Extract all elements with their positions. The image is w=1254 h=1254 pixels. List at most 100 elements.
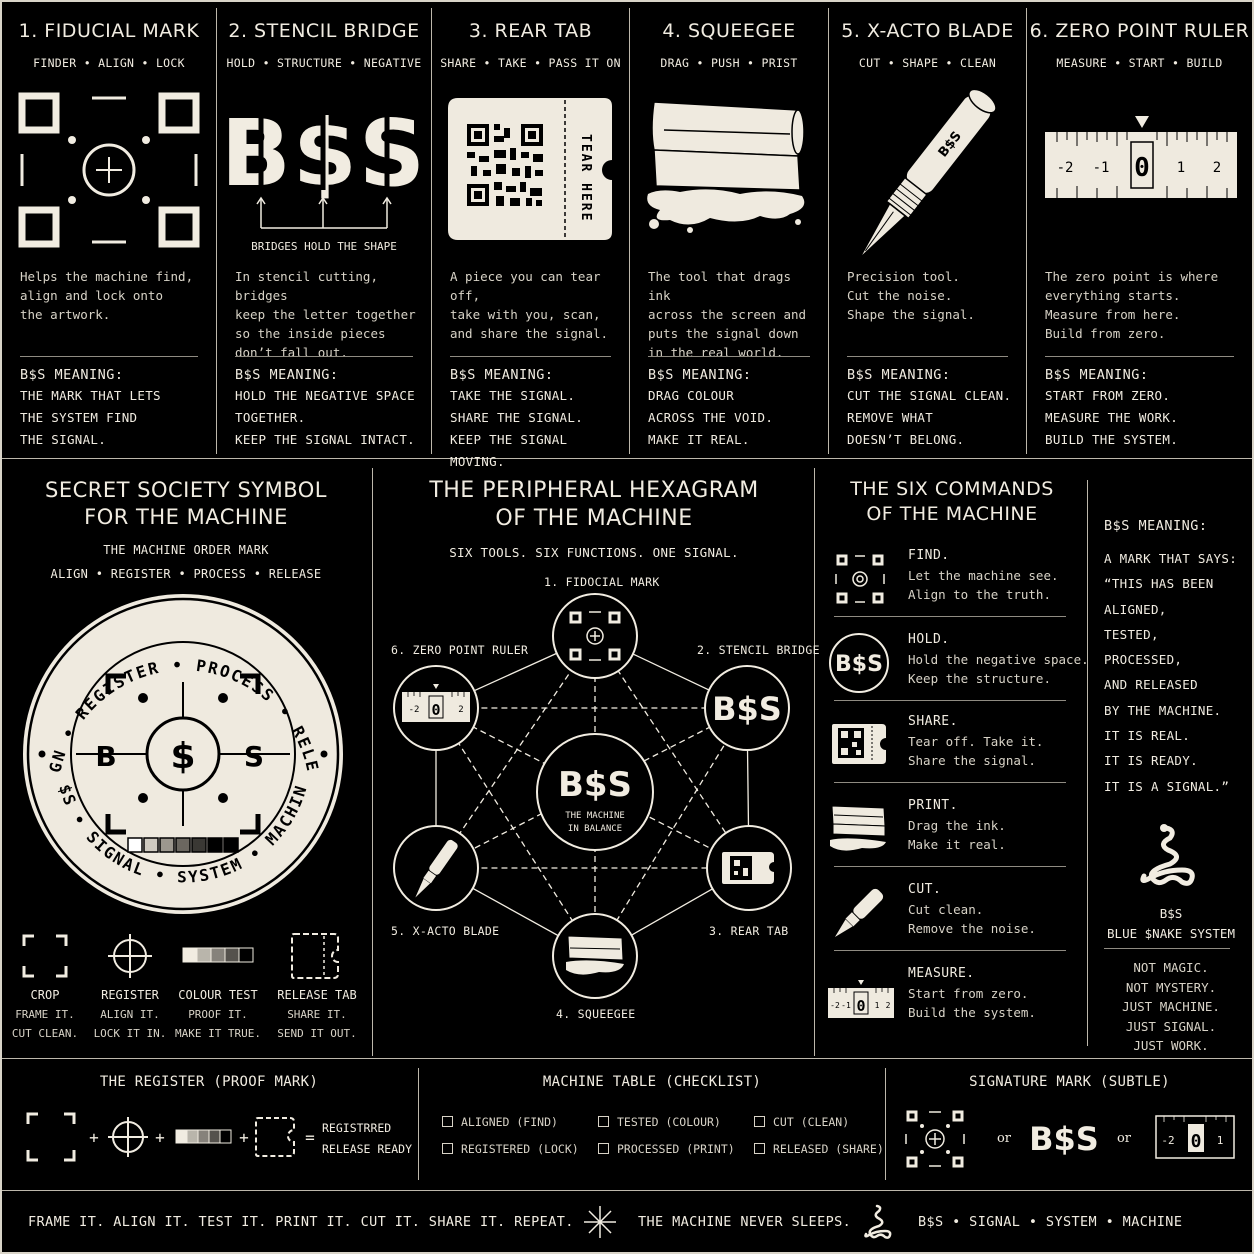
svg-text:B$S: B$S <box>835 652 883 677</box>
tool-meaning: B$S MEANING: START FROM ZERO.MEASURE THE… <box>1045 367 1179 447</box>
svg-text:0: 0 <box>856 997 865 1015</box>
divider <box>372 468 373 1056</box>
hex-node-label: 1. FIDOCIAL MARK <box>544 575 660 589</box>
secret-society-section: SECRET SOCIETY SYMBOL FOR THE MACHINE TH… <box>2 478 370 581</box>
bridges-label: BRIDGES HOLD THE SHAPE <box>251 240 397 253</box>
divider <box>2 1058 1252 1059</box>
colour-test-icon <box>182 946 256 964</box>
divider <box>418 1068 419 1180</box>
center-caption: THE MACHINE <box>565 811 625 821</box>
meaning-head: B$S MEANING: <box>1104 518 1208 534</box>
checklist-item[interactable]: REGISTERED (LOCK) <box>442 1142 579 1156</box>
tool-meaning: B$S MEANING: TAKE THE SIGNAL.SHARE THE S… <box>450 367 584 469</box>
xacto-blade-icon: B$S <box>829 88 1026 260</box>
footer-motto: FRAME IT. ALIGN IT. TEST IT. PRINT IT. C… <box>28 1214 574 1230</box>
tool-rear-tab: 3. REAR TAB SHARE • TAKE • PASS IT ON TE… <box>432 8 629 469</box>
seal-dollar: $ <box>170 736 195 777</box>
section-subtitle: THE MACHINE ORDER MARK <box>103 543 269 557</box>
checklist-title: MACHINE TABLE (CHECKLIST) <box>542 1074 762 1090</box>
command-find: FIND. Let the machine see.Align to the t… <box>828 540 1068 624</box>
center-caption: IN BALANCE <box>568 824 622 834</box>
svg-text:+: + <box>239 1128 249 1147</box>
command-share: SHARE. Tear off. Take it.Share the signa… <box>828 706 1068 790</box>
divider <box>1026 8 1027 454</box>
tool-description: Helps the machine find,align and lock on… <box>20 269 194 322</box>
tool-subtitle: SHARE • TAKE • PASS IT ON <box>440 56 621 70</box>
crop-icon <box>22 934 68 978</box>
section-subtitle: ALIGN • REGISTER • PROCESS • RELEASE <box>50 567 322 581</box>
register-title: THE REGISTER (PROOF MARK) <box>99 1074 319 1090</box>
section-subtitle: SIX TOOLS. SIX FUNCTIONS. ONE SIGNAL. <box>449 545 739 560</box>
snake-logo-icon <box>862 1202 892 1242</box>
divider <box>828 8 829 454</box>
rear-tab-icon <box>828 714 890 776</box>
command-cut: CUT. Cut clean.Remove the noise. <box>828 874 1068 958</box>
tool-zero-point-ruler: 6. ZERO POINT RULER MEASURE • START • BU… <box>1027 8 1252 456</box>
checklist-item[interactable]: PROCESSED (PRINT) <box>598 1142 735 1156</box>
svg-text:-2: -2 <box>1161 1134 1174 1147</box>
sparkle-icon <box>582 1204 618 1240</box>
section-title: OF THE MACHINE <box>495 506 693 531</box>
svg-text:or: or <box>997 1131 1012 1146</box>
footer-tagline: THE MACHINE NEVER SLEEPS. <box>638 1214 852 1230</box>
brand-name: B$S BLUE $NAKE SYSTEM <box>1107 906 1235 941</box>
seal-s: S <box>244 740 264 773</box>
hex-node-label: 3. REAR TAB <box>709 924 789 938</box>
checklist-item[interactable]: RELEASED (SHARE) <box>754 1142 884 1156</box>
center-logo: B$S <box>558 765 632 805</box>
squeegee-icon <box>828 798 890 860</box>
rear-tab-qr-icon: TEAR HERE <box>432 90 629 255</box>
svg-text:1: 1 <box>1177 160 1185 176</box>
divider <box>2 1190 1252 1191</box>
stencil-logo-icon: B$S <box>828 632 890 694</box>
svg-text:0: 0 <box>1134 153 1150 183</box>
register-equation: + + + = REGISTRRED RELEASE READY <box>22 1108 422 1168</box>
tool-title: 6. ZERO POINT RULER <box>1029 20 1250 42</box>
svg-text:B$S: B$S <box>1029 1120 1099 1158</box>
machine-order-seal: ALIGN • REGISTER • PROCESS • RELEASE B$S… <box>12 579 348 916</box>
checklist-item[interactable]: TESTED (COLOUR) <box>598 1115 721 1129</box>
fiducial-icon <box>828 548 890 610</box>
tool-subtitle: FINDER • ALIGN • LOCK <box>33 56 185 70</box>
hexagram-header: THE PERIPHERAL HEXAGRAM OF THE MACHINE S… <box>374 478 814 560</box>
svg-text:=: = <box>305 1128 315 1147</box>
tool-meaning: B$S MEANING: CUT THE SIGNAL CLEAN.REMOVE… <box>847 367 1012 447</box>
checklist-item[interactable]: ALIGNED (FIND) <box>442 1115 558 1129</box>
tool-title: 2. STENCIL BRIDGE <box>228 20 420 42</box>
tool-xacto-blade: 5. X-ACTO BLADE CUT • SHAPE • CLEAN B$S … <box>829 8 1026 456</box>
svg-text:REGISTRRED: REGISTRRED <box>322 1121 391 1135</box>
svg-text:0: 0 <box>431 701 440 719</box>
seal-b: B <box>95 740 116 773</box>
svg-text:-2: -2 <box>830 1001 840 1010</box>
divider <box>1104 948 1230 949</box>
meaning-sidebar: B$S MEANING: A MARK THAT SAYS:“THIS HAS … <box>1104 518 1252 799</box>
squeegee-icon <box>630 90 828 255</box>
command-print: PRINT. Drag the ink.Make it real. <box>828 790 1068 874</box>
checklist-item[interactable]: CUT (CLEAN) <box>754 1115 849 1129</box>
tool-title: 5. X-ACTO BLADE <box>841 20 1014 42</box>
svg-text:2: 2 <box>1213 160 1221 176</box>
commands-header: THE SIX COMMANDS OF THE MACHINE <box>818 478 1086 525</box>
signature-marks: or B$S or -2 0 1 <box>902 1104 1242 1174</box>
snake-logo-icon <box>1134 822 1198 890</box>
tool-squeegee: 4. SQUEEGEE DRAG • PUSH • PRIST The tool… <box>630 8 828 456</box>
tool-title: 1. FIDUCIAL MARK <box>18 20 200 42</box>
release-tab-icon <box>290 932 340 980</box>
signature-title: SIGNATURE MARK (SUBTLE) <box>969 1074 1170 1090</box>
tool-stencil-bridge: 2. STENCIL BRIDGE HOLD • STRUCTURE • NEG… <box>217 8 431 456</box>
register-icon <box>106 932 154 980</box>
svg-text:-1: -1 <box>1093 160 1110 176</box>
svg-text:2: 2 <box>458 705 463 715</box>
command-hold: B$S HOLD. Hold the negative space.Keep t… <box>828 624 1089 708</box>
divider <box>1087 480 1088 1046</box>
tool-subtitle: DRAG • PUSH • PRIST <box>660 56 798 70</box>
